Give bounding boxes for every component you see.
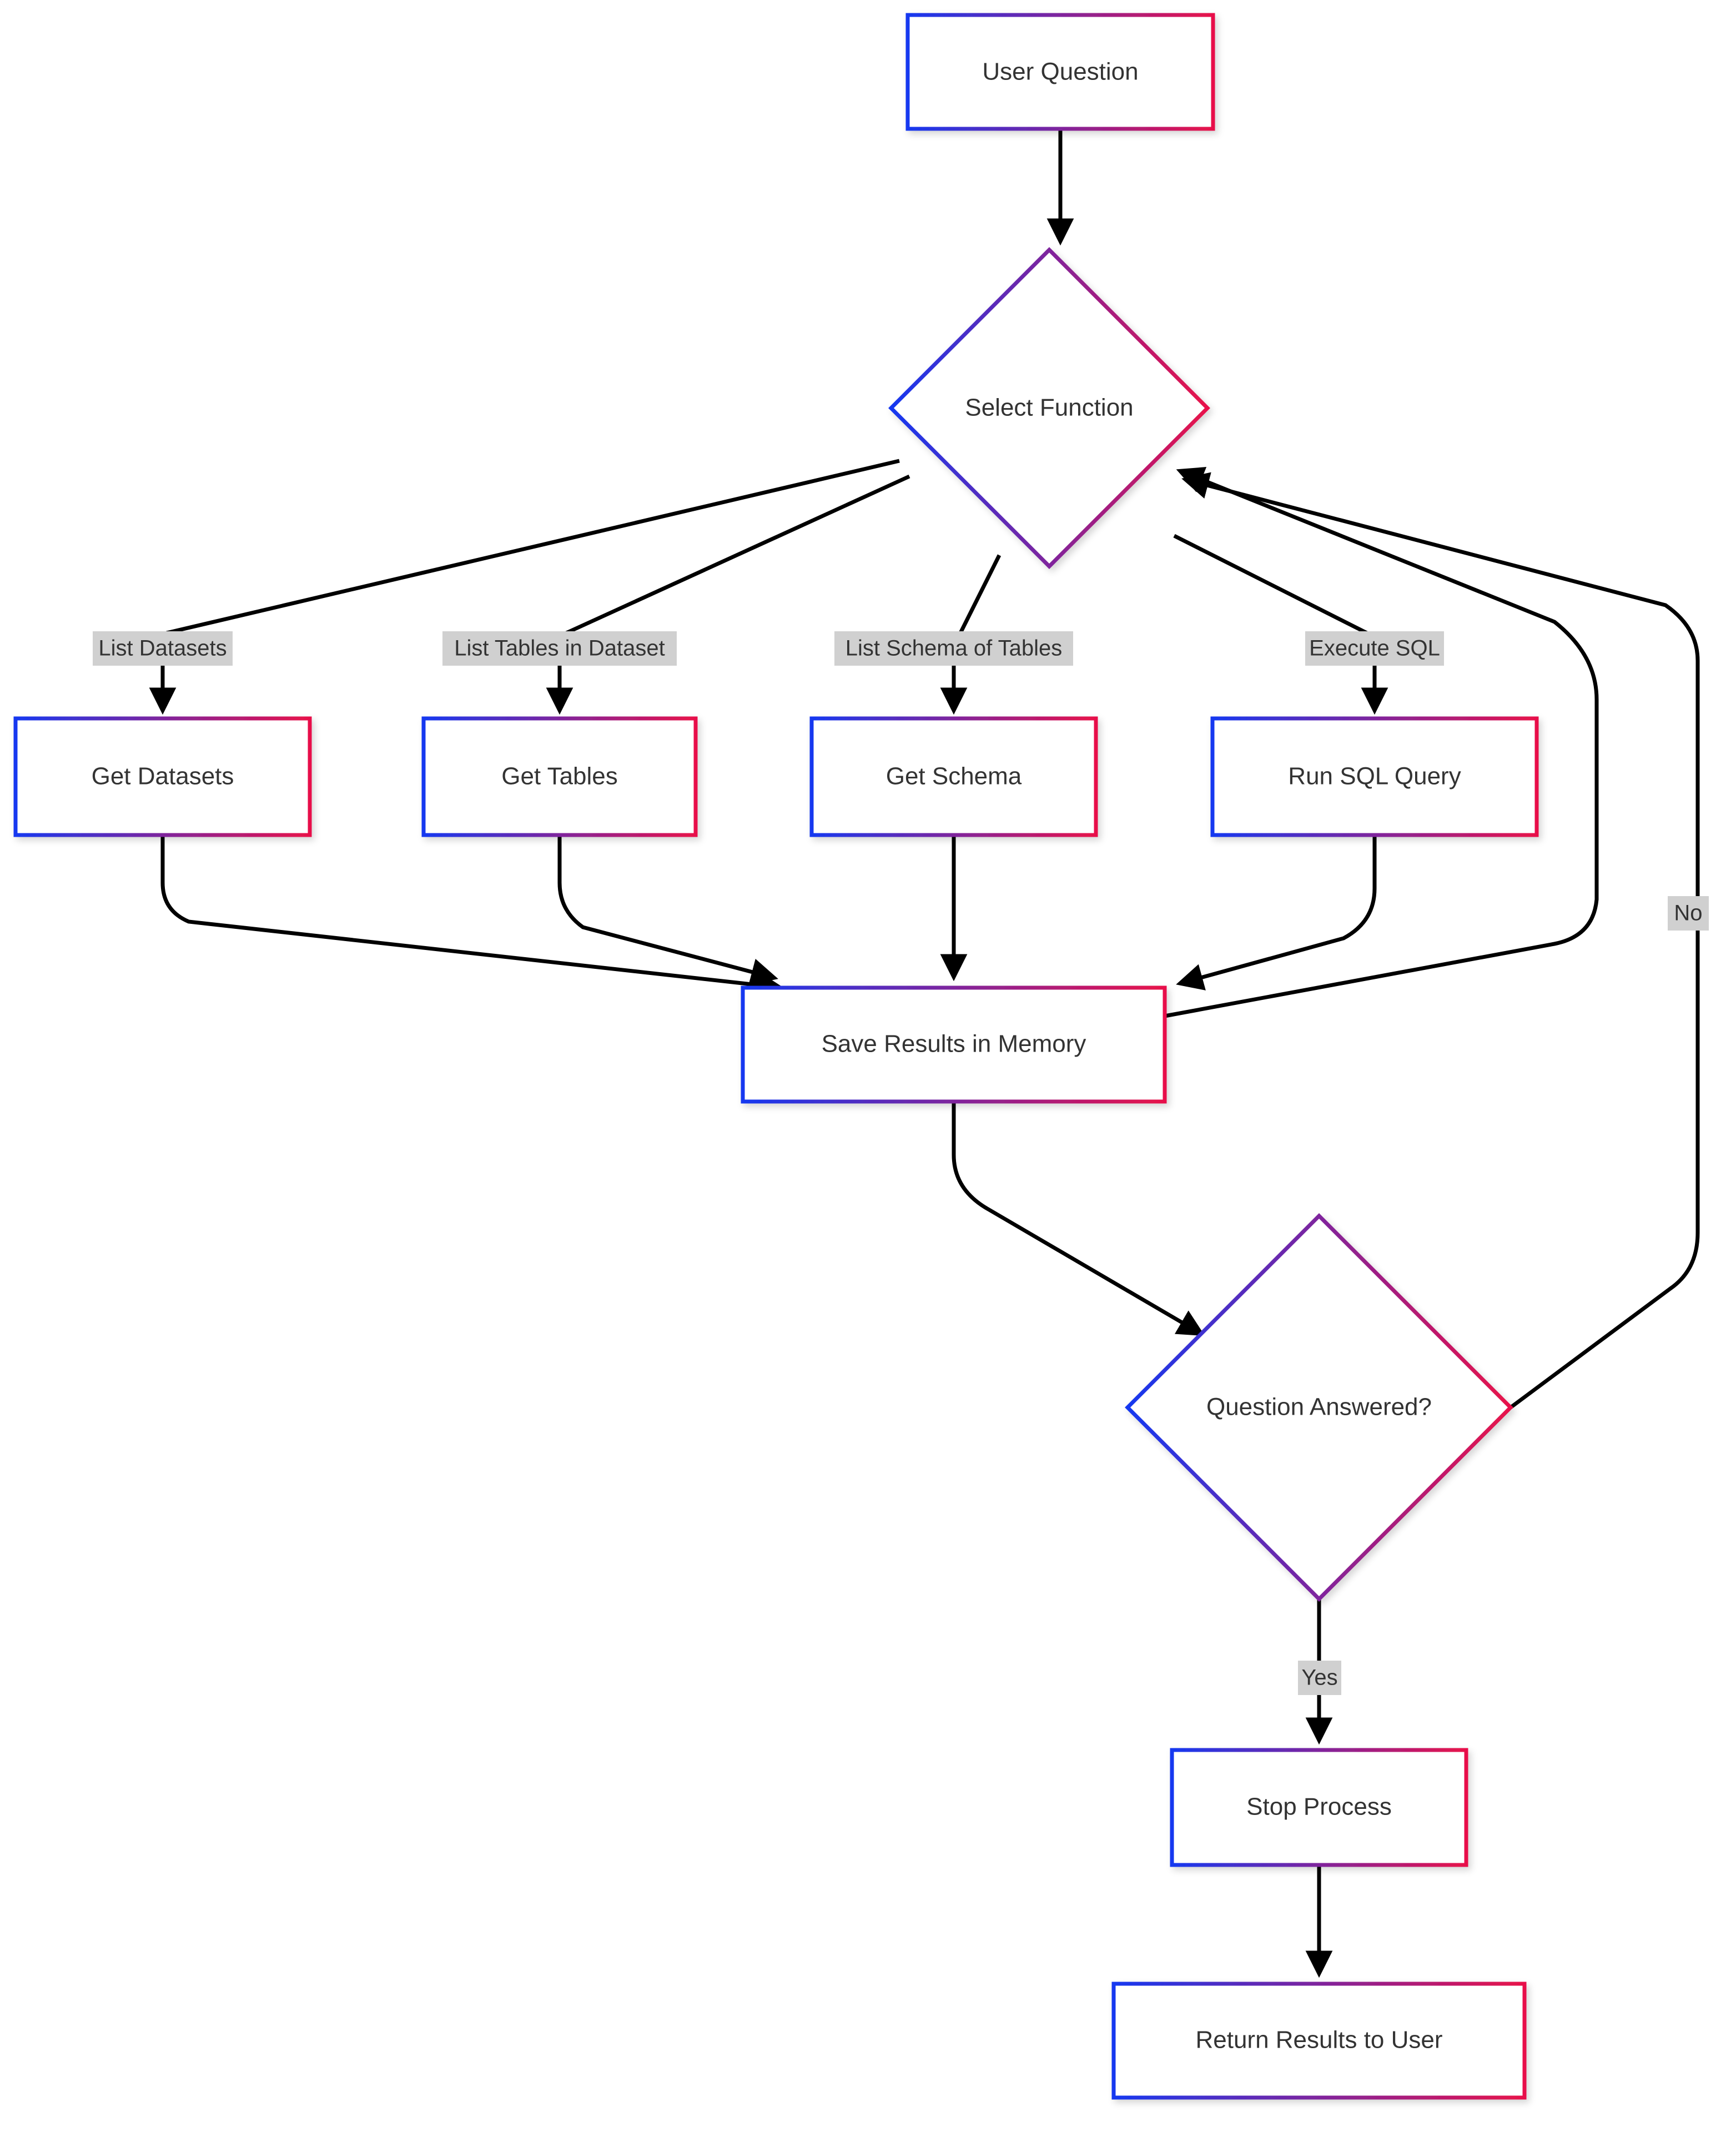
node-return-results-shape xyxy=(1111,1982,1527,2100)
node-run-sql-query-label: Run SQL Query xyxy=(1288,763,1461,790)
edge-label-execute-sql-text: Execute SQL xyxy=(1309,636,1440,661)
node-save-results[interactable]: Save Results in Memory xyxy=(741,985,1167,1104)
node-save-results-label: Save Results in Memory xyxy=(822,1030,1086,1058)
edge-label-list-datasets: List Datasets xyxy=(93,631,233,666)
edge-label-execute-sql: Execute SQL xyxy=(1305,631,1444,666)
edge-label-no-bg xyxy=(1668,896,1709,931)
edge-select-function-to-list-tables xyxy=(565,474,910,635)
node-stop-process-label: Stop Process xyxy=(1246,1793,1392,1821)
node-get-datasets[interactable]: Get Datasets xyxy=(13,716,312,837)
edge-label-list-datasets-text: List Datasets xyxy=(98,636,227,661)
edge-label-yes-bg xyxy=(1298,1661,1341,1695)
edge-layer: Select Function (far right loop) --> Sto… xyxy=(149,129,1700,1978)
node-run-sql-query[interactable]: Run SQL Query xyxy=(1210,716,1539,837)
edge-label-list-tables-in-dataset-bg xyxy=(442,631,677,666)
edge-label-yes-text: Yes xyxy=(1301,1666,1337,1690)
node-run-sql-query-shape xyxy=(1210,716,1539,837)
node-get-schema-label: Get Schema xyxy=(886,763,1022,790)
edge-save-results-to-select-function xyxy=(1164,467,1599,1018)
node-get-tables[interactable]: Get Tables xyxy=(421,716,698,837)
node-question-answered[interactable]: Question Answered? xyxy=(1125,1213,1513,1602)
node-select-function-shape xyxy=(888,247,1210,569)
edge-get-datasets-to-save-results xyxy=(160,835,784,999)
edge-label-list-schema-of-tables-bg xyxy=(834,631,1073,666)
edge-label-list-datasets-bg xyxy=(93,631,233,666)
node-save-results-shape xyxy=(741,985,1167,1104)
edge-get-tables-to-save-results xyxy=(557,835,778,985)
node-get-schema[interactable]: Get Schema xyxy=(809,716,1098,837)
edge-label-execute-sql-bg xyxy=(1305,631,1444,666)
node-stop-process[interactable]: Stop Process xyxy=(1170,1748,1468,1867)
edge-label-layer: List Datasets List Tables in Dataset Lis… xyxy=(93,631,1709,1695)
node-stop-process-shape xyxy=(1170,1748,1468,1867)
node-get-schema-shape xyxy=(809,716,1098,837)
node-layer: User Question Select Function Get Datase… xyxy=(13,13,1539,2100)
edge-question-answered-no-to-select-function xyxy=(1181,472,1700,1409)
node-select-function[interactable]: Select Function xyxy=(888,247,1210,569)
edge-label-list-schema-of-tables-text: List Schema of Tables xyxy=(846,636,1063,661)
node-get-tables-shape xyxy=(421,716,698,837)
edge-label-no-text: No xyxy=(1674,901,1702,926)
node-get-datasets-label: Get Datasets xyxy=(92,763,234,790)
edge-select-function-to-list-schema xyxy=(958,554,1002,634)
edge-save-results-to-question-answered xyxy=(952,1102,1205,1336)
edge-label-yes: Yes xyxy=(1298,1661,1341,1695)
edge-label-no: No xyxy=(1668,896,1709,931)
node-question-answered-label: Question Answered? xyxy=(1206,1394,1432,1421)
node-question-answered-shape xyxy=(1125,1213,1513,1602)
edge-select-function-to-list-datasets xyxy=(166,459,900,635)
edge-select-function-to-execute-sql xyxy=(1173,534,1368,635)
node-user-question[interactable]: User Question xyxy=(905,13,1215,131)
node-return-results[interactable]: Return Results to User xyxy=(1111,1982,1527,2100)
node-user-question-shape xyxy=(905,13,1215,131)
edge-run-sql-query-to-save-results xyxy=(1176,835,1377,990)
edge-label-list-tables-in-dataset: List Tables in Dataset xyxy=(442,631,677,666)
node-select-function-label: Select Function xyxy=(965,394,1133,421)
node-user-question-label: User Question xyxy=(982,58,1138,86)
edge-label-list-schema-of-tables: List Schema of Tables xyxy=(834,631,1073,666)
node-return-results-label: Return Results to User xyxy=(1195,2027,1442,2054)
node-get-tables-label: Get Tables xyxy=(501,763,618,790)
edge-label-list-tables-in-dataset-text: List Tables in Dataset xyxy=(454,636,665,661)
node-get-datasets-shape xyxy=(13,716,312,837)
